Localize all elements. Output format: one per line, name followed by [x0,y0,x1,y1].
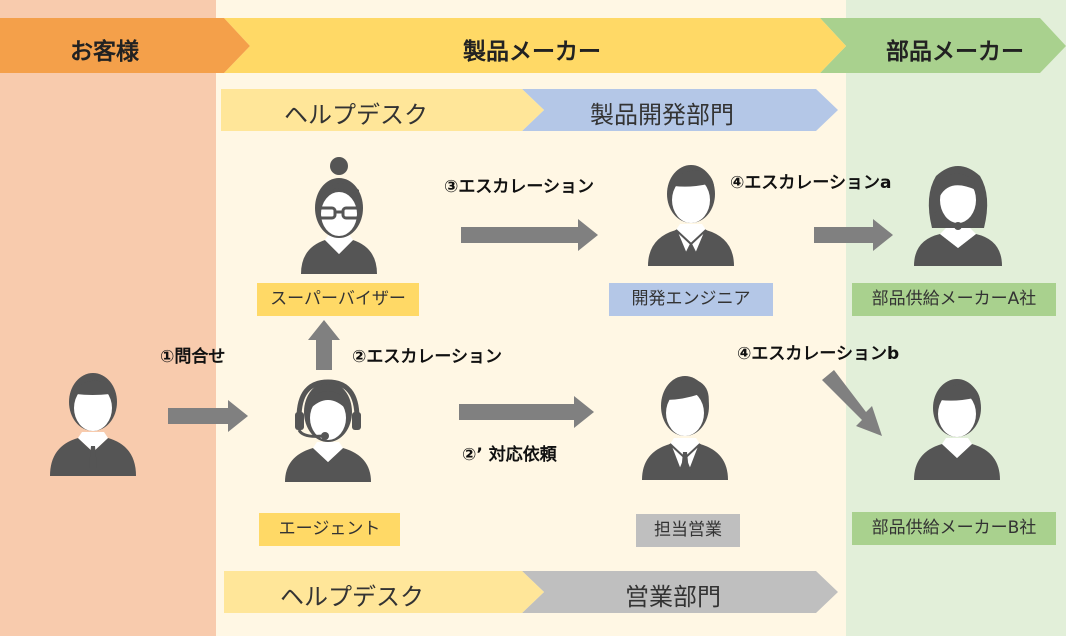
department-bar-top [221,89,838,131]
escalation4b-arrow [822,370,882,436]
dev-dept-label: 製品開発部門 [590,101,734,129]
supplier-b-label: 部品供給メーカーB社 [852,512,1056,545]
customer-column [0,0,216,636]
escalation3-arrow [461,219,598,251]
escalation4a-step-label: ④エスカレーションa [730,173,892,193]
helpdesk-bottom-label: ヘルプデスク [280,583,424,611]
supplier-a-label: 部品供給メーカーA社 [852,283,1056,316]
dev-engineer-person-icon [648,165,734,266]
header-customer-chevron [0,18,250,73]
escalation2-up-arrow [308,320,340,370]
dev-engineer-label: 開発エンジニア [609,283,773,316]
customer-title: お客様 [70,39,139,65]
inquiry-arrow [168,400,248,432]
inquiry-step-label: ①問合せ [160,347,226,367]
sales-dept-label: 営業部門 [625,583,721,611]
department-bar-bottom [224,571,838,613]
escalation3-step-label: ③エスカレーション [444,177,595,197]
helpdesk-top-chevron [221,89,544,131]
sales-rep-person-icon [642,376,728,480]
supplier-a-person-icon [914,166,1002,266]
parts-title: 部品メーカー [886,39,1024,65]
customer-person-icon [50,373,136,476]
dev-dept-chevron [522,89,838,131]
helpdesk-top-label: ヘルプデスク [284,101,428,129]
helpdesk-bottom-chevron [224,571,544,613]
escalation4a-arrow [814,219,893,251]
sales-rep-label: 担当営業 [636,514,740,547]
header-manufacturer-chevron [224,18,846,73]
supplier-b-person-icon [914,379,1000,480]
escalation2-step-label: ②エスカレーション [352,347,503,367]
request2-step-label: ②’ 対応依頼 [462,445,557,465]
header-bar [0,18,1066,73]
supervisor-label: スーパーバイザー [257,283,419,316]
agent-label: エージェント [259,513,400,546]
manufacturer-title: 製品メーカー [463,39,601,65]
supervisor-person-icon [301,157,377,274]
header-parts-chevron [820,18,1066,73]
agent-person-icon [285,379,371,482]
escalation4b-step-label: ④エスカレーションb [737,344,900,364]
sales-dept-chevron [522,571,838,613]
request2-arrow [459,396,594,428]
